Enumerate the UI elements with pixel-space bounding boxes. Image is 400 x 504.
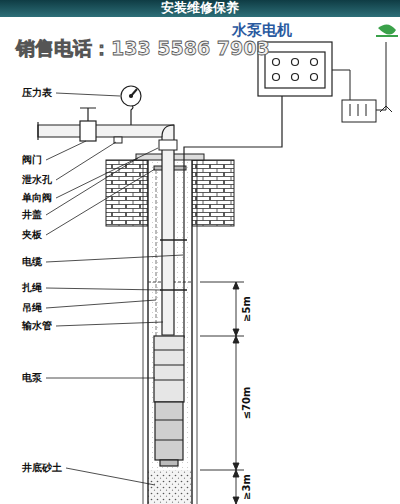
page-title: 安装维修保养 xyxy=(161,1,239,15)
part-label: 压力表 xyxy=(22,87,52,98)
part-label: 吊绳 xyxy=(22,302,42,313)
cable-tie xyxy=(160,240,187,290)
part-label: 泄水孔 xyxy=(22,174,52,185)
part-label: 电泵 xyxy=(22,372,42,383)
dimension-label: ≤70m xyxy=(241,385,252,422)
watermark: 销售电话：133 5586 7903 xyxy=(16,38,270,59)
part-label: 扎绳 xyxy=(22,282,42,293)
outlet-pipe xyxy=(38,122,174,335)
part-label: 井底砂土 xyxy=(22,462,62,473)
header-band xyxy=(0,0,400,17)
electric-pump xyxy=(154,336,184,466)
lifting-rope xyxy=(156,170,157,336)
power-cable xyxy=(184,96,282,338)
pressure-gauge xyxy=(121,86,141,125)
part-label: 阀门 xyxy=(22,154,42,165)
dimension-label: ≥5m xyxy=(241,294,252,324)
dimension-line xyxy=(200,282,244,504)
brand-name: 水泵电机 xyxy=(232,22,292,39)
part-label: 输水管 xyxy=(22,320,52,331)
leader-line xyxy=(46,93,183,485)
supply-wire xyxy=(332,42,392,122)
part-label: 夹板 xyxy=(22,229,42,240)
part-label: 单向阀 xyxy=(22,192,52,203)
check-valve xyxy=(159,140,177,150)
dimension-label: ≥3m xyxy=(241,472,252,502)
part-label: 井盖 xyxy=(22,209,42,220)
brand-logo xyxy=(376,24,398,36)
part-label: 电缆 xyxy=(22,256,42,267)
gate-valve xyxy=(80,108,96,141)
